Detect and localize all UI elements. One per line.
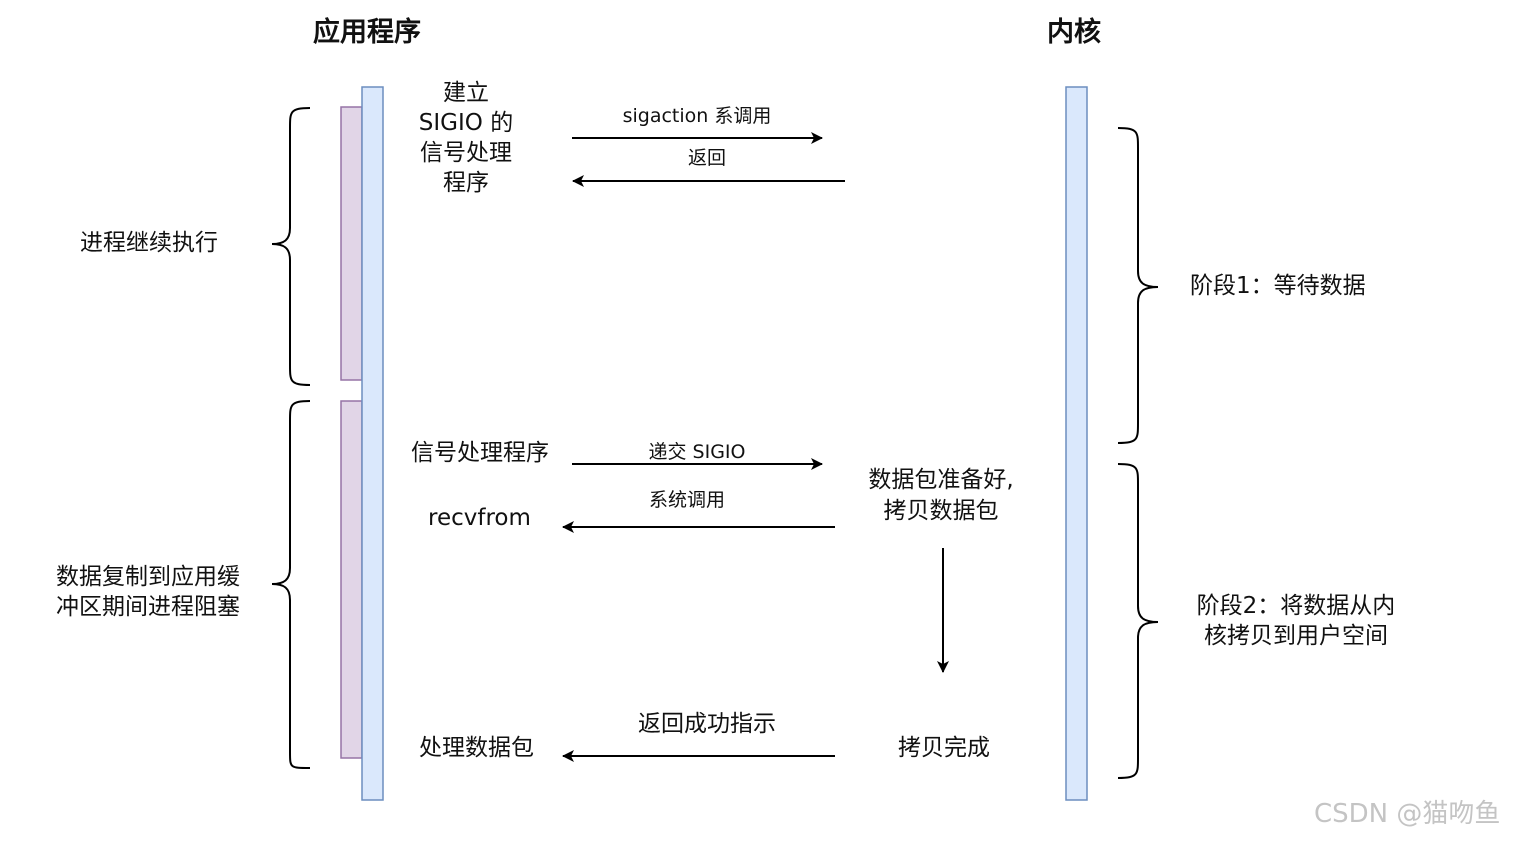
csdn-watermark: CSDN @猫吻鱼 bbox=[1314, 799, 1501, 829]
brace-stage1 bbox=[1117, 127, 1159, 444]
label-stage2-line1: 阶段2：将数据从内 bbox=[1196, 593, 1396, 619]
kernel-packet-ready-line1: 数据包准备好, bbox=[868, 467, 1014, 493]
kernel-packet-ready-line2: 拷贝数据包 bbox=[883, 498, 999, 524]
label-process-blocked-line2: 冲区期间进程阻塞 bbox=[56, 594, 240, 620]
step-recvfrom: recvfrom bbox=[428, 505, 531, 531]
arrow-label-deliver-sigio: 递交 SIGIO bbox=[648, 441, 746, 463]
arrow-label-return-success: 返回成功指示 bbox=[638, 711, 776, 737]
arrow-label-return: 返回 bbox=[687, 147, 726, 169]
app-header: 应用程序 bbox=[313, 17, 421, 48]
kernel-timeline bbox=[1065, 86, 1088, 801]
step-signal-handler: 信号处理程序 bbox=[411, 440, 549, 466]
label-process-blocked-line1: 数据复制到应用缓 bbox=[56, 564, 240, 590]
step-process-packet: 处理数据包 bbox=[419, 735, 534, 761]
label-stage2-line2: 核拷贝到用户空间 bbox=[1204, 623, 1388, 649]
kernel-copy-done: 拷贝完成 bbox=[898, 735, 990, 761]
arrow-label-sigaction: sigaction 系调用 bbox=[622, 105, 772, 127]
setup-line3: 信号处理 bbox=[420, 140, 512, 166]
arrow-label-syscall: 系统调用 bbox=[648, 489, 725, 511]
activity-bar-blocked bbox=[340, 400, 363, 759]
brace-stage2 bbox=[1117, 463, 1159, 779]
label-stage1: 阶段1：等待数据 bbox=[1190, 273, 1366, 299]
setup-line1: 建立 bbox=[443, 80, 489, 106]
kernel-header: 内核 bbox=[1047, 17, 1101, 48]
brace-process-continue bbox=[271, 107, 311, 386]
setup-line2: SIGIO 的 bbox=[418, 110, 514, 136]
brace-process-blocked bbox=[271, 400, 311, 769]
setup-line4: 程序 bbox=[443, 170, 489, 196]
app-timeline bbox=[361, 86, 384, 801]
activity-bar-continue bbox=[340, 106, 363, 381]
label-process-continue: 进程继续执行 bbox=[80, 230, 218, 256]
